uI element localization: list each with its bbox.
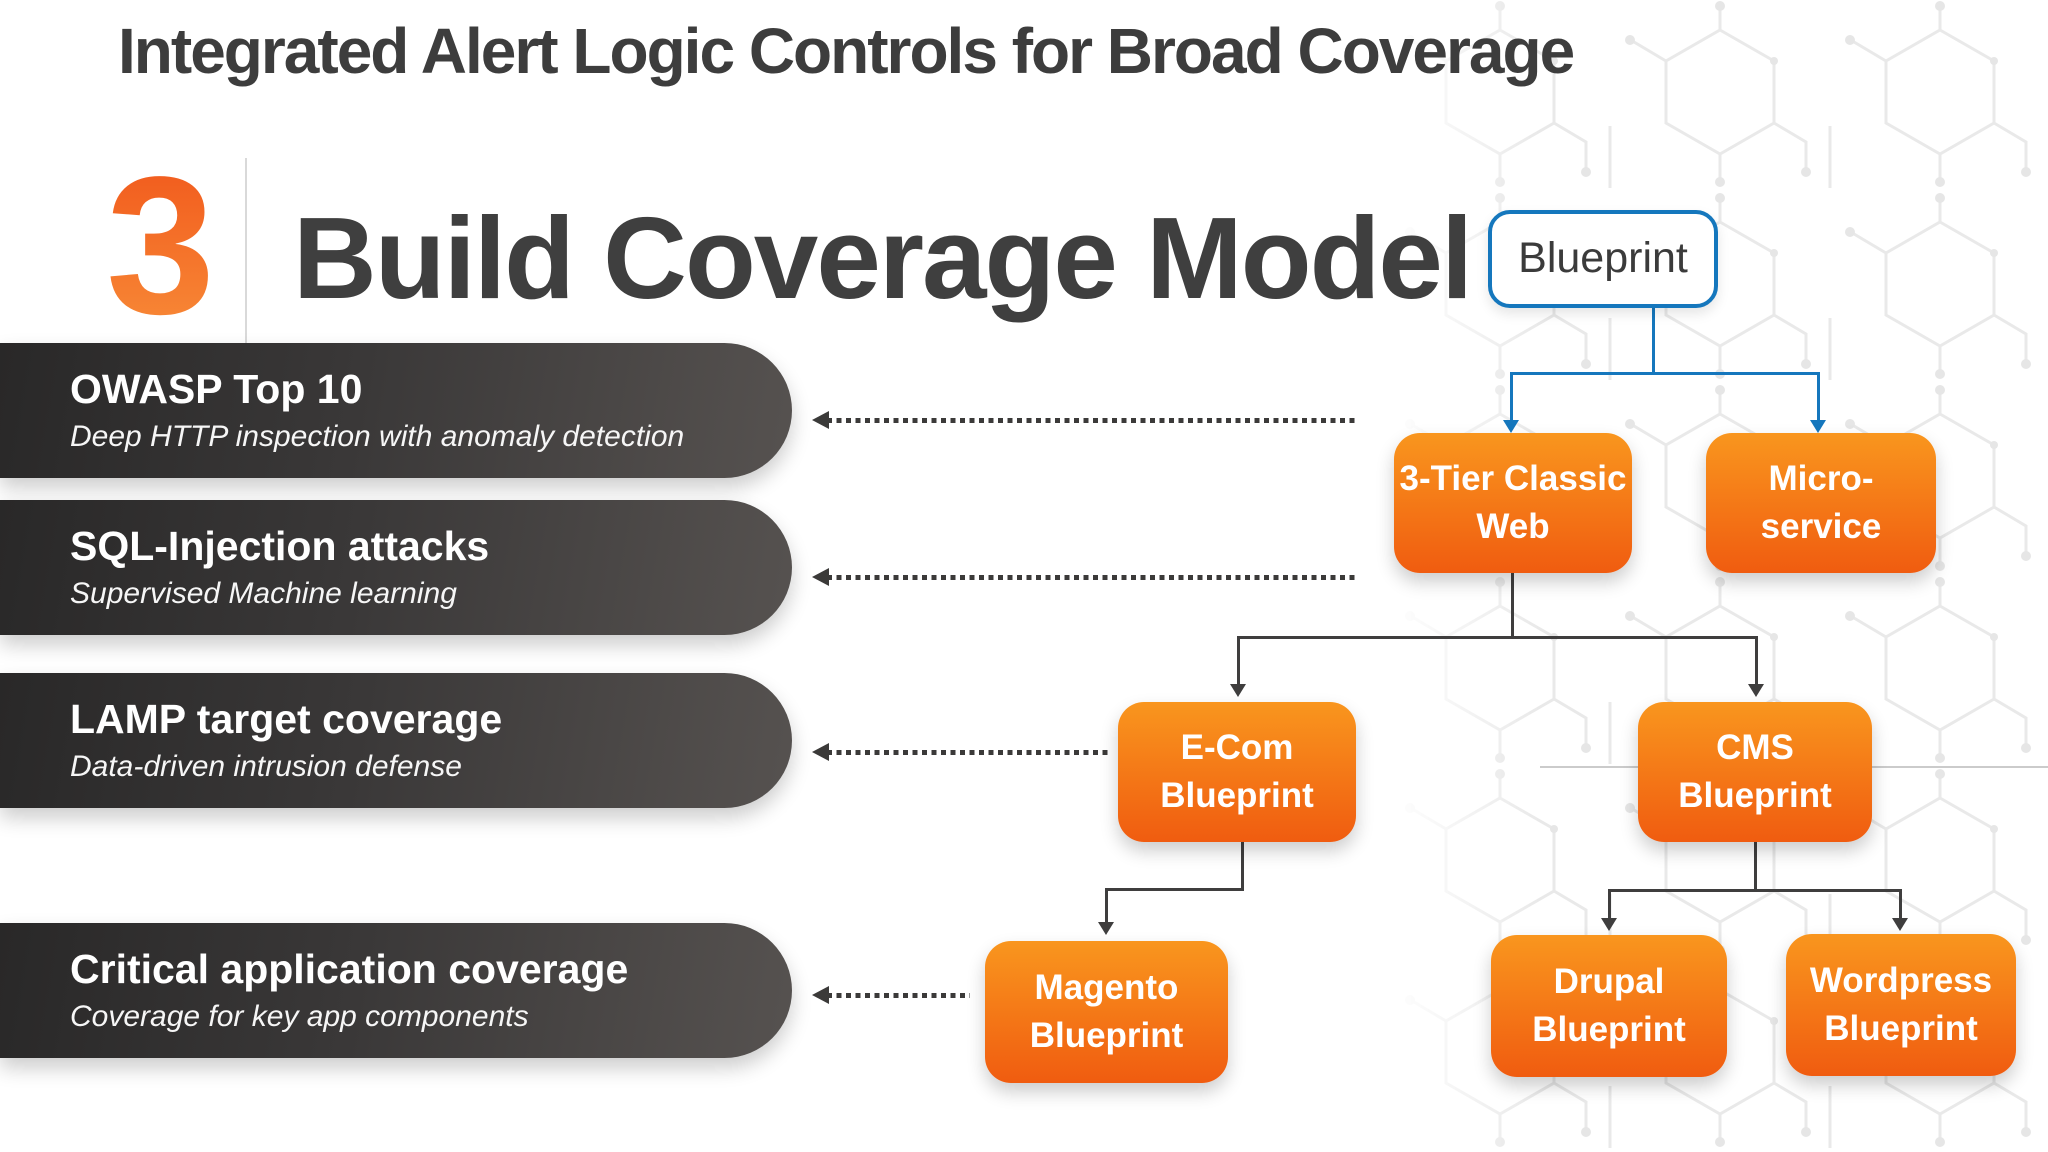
connector-to-drupal — [1608, 889, 1611, 920]
node-label-line: E-Com — [1180, 727, 1294, 767]
node-label-line: 3-Tier Classic — [1399, 458, 1627, 498]
node-micro-service: Micro- service — [1706, 433, 1936, 573]
arrow-down-icon — [1503, 420, 1519, 433]
banner-title: OWASP Top 10 — [70, 366, 363, 413]
node-label-line: Web — [1476, 507, 1550, 546]
node-label-line: Drupal — [1553, 961, 1665, 1001]
banner-owasp-top-10: OWASP Top 10 Deep HTTP inspection with a… — [0, 343, 792, 478]
node-label-line: service — [1760, 507, 1882, 546]
node-wordpress-blueprint: Wordpress Blueprint — [1786, 934, 2016, 1076]
node-3-tier-classic-web: 3-Tier Classic Web — [1394, 433, 1632, 573]
connector-ecom-stem — [1241, 842, 1244, 891]
dotted-arrow-critical — [812, 986, 970, 1004]
node-cms-blueprint: CMS Blueprint — [1638, 702, 1872, 842]
node-blueprint: Blueprint — [1488, 210, 1718, 308]
step-heading: Build Coverage Model — [293, 193, 1473, 323]
connector-cms-stem — [1754, 842, 1757, 892]
arrow-down-icon — [1748, 684, 1764, 697]
connector-to-cms — [1755, 636, 1758, 684]
node-drupal-blueprint: Drupal Blueprint — [1491, 935, 1727, 1077]
dotted-arrow-lamp — [812, 743, 1108, 761]
connector-to-microservice — [1817, 372, 1820, 422]
node-label-line: Blueprint — [1678, 776, 1832, 815]
banner-sql-injection: SQL-Injection attacks Supervised Machine… — [0, 500, 792, 635]
connector-ecom-branch — [1105, 888, 1244, 891]
node-label-line: Blueprint — [1824, 1009, 1978, 1048]
banner-subtitle: Data-driven intrusion defense — [70, 750, 462, 784]
banner-title: LAMP target coverage — [70, 696, 503, 743]
arrow-down-icon — [1098, 922, 1114, 935]
banner-title: SQL-Injection attacks — [70, 523, 490, 570]
node-label-line: Blueprint — [1029, 1016, 1184, 1055]
node-label-line: Magento — [1034, 967, 1179, 1007]
dotted-line — [827, 575, 1357, 580]
page-title: Integrated Alert Logic Controls for Broa… — [118, 15, 1575, 87]
banner-title: Critical application coverage — [70, 946, 629, 993]
dotted-arrow-owasp — [812, 411, 1357, 429]
connector-to-wordpress — [1899, 889, 1902, 920]
node-label-line: CMS — [1716, 727, 1794, 767]
node-label-line: Blueprint — [1160, 776, 1314, 815]
banner-critical-application: Critical application coverage Coverage f… — [0, 923, 792, 1058]
dotted-line — [827, 993, 970, 998]
dotted-line — [827, 418, 1357, 423]
arrow-down-icon — [1892, 918, 1908, 931]
arrow-down-icon — [1810, 420, 1826, 433]
arrow-left-icon — [812, 986, 829, 1004]
banner-subtitle: Deep HTTP inspection with anomaly detect… — [70, 420, 685, 454]
arrow-left-icon — [812, 568, 829, 586]
node-label-line: Micro- — [1768, 458, 1874, 498]
step-divider — [245, 158, 247, 344]
arrow-left-icon — [812, 743, 829, 761]
arrow-left-icon — [812, 411, 829, 429]
connector-blueprint-branch — [1510, 372, 1820, 375]
step-number: 3 — [106, 136, 216, 355]
connector-3tier-stem — [1511, 573, 1514, 639]
node-magento-blueprint: Magento Blueprint — [985, 941, 1228, 1083]
dotted-line — [827, 750, 1108, 755]
node-label: Blueprint — [1518, 234, 1688, 283]
connector-to-ecom — [1237, 636, 1240, 684]
banner-subtitle: Supervised Machine learning — [70, 577, 457, 611]
node-label-line: Wordpress — [1809, 960, 1993, 1000]
connector-blueprint-stem — [1652, 306, 1655, 374]
connector-3tier-branch — [1237, 636, 1757, 639]
connector-to-magento — [1105, 888, 1108, 924]
banner-lamp-coverage: LAMP target coverage Data-driven intrusi… — [0, 673, 792, 808]
banner-subtitle: Coverage for key app components — [70, 1000, 529, 1034]
dotted-arrow-sql — [812, 568, 1357, 586]
connector-cms-branch — [1608, 889, 1902, 892]
node-label-line: Blueprint — [1532, 1010, 1686, 1049]
arrow-down-icon — [1601, 918, 1617, 931]
connector-to-3tier — [1510, 372, 1513, 422]
arrow-down-icon — [1230, 684, 1246, 697]
node-ecom-blueprint: E-Com Blueprint — [1118, 702, 1356, 842]
